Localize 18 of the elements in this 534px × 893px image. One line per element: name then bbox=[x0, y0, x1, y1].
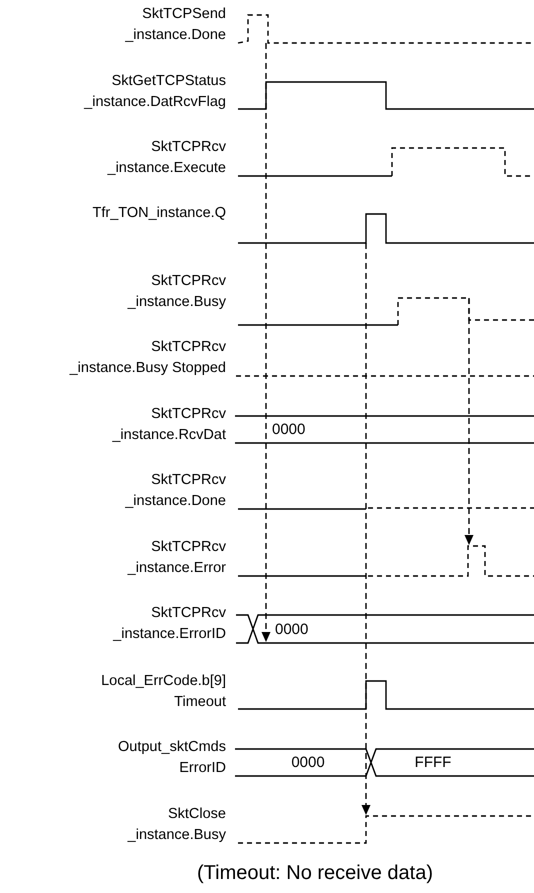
signal-name: SktTCPRcv _instance.Busy bbox=[126, 272, 226, 312]
caption: (Timeout: No receive data) bbox=[196, 861, 434, 886]
signal-name: SktTCPSend _instance.Done bbox=[124, 5, 226, 45]
signal-name: SktTCPRcv _instance.ErrorID bbox=[112, 604, 226, 644]
signal-name: SktTCPRcv _instance.Busy Stopped bbox=[68, 338, 226, 378]
signal-name: Local_ErrCode.b[9] Timeout bbox=[100, 672, 226, 712]
signal-name: SktTCPRcv _instance.RcvDat bbox=[111, 405, 226, 445]
signal-name: Tfr_TON_instance.Q bbox=[91, 204, 226, 223]
bus-value: 0000 bbox=[272, 421, 306, 439]
signal-name: SktClose _instance.Busy bbox=[126, 805, 226, 845]
bus-value: 0000 bbox=[275, 621, 308, 639]
signal-name: SktGetTCPStatus _instance.DatRcvFlag bbox=[82, 72, 226, 112]
signal-name: SktTCPRcv _instance.Execute bbox=[106, 138, 226, 178]
signal-name: SktTCPRcv _instance.Done bbox=[124, 471, 226, 511]
bus-value: 0000 bbox=[290, 754, 326, 772]
bus-value: FFFF bbox=[414, 754, 452, 772]
signal-name: SktTCPRcv _instance.Error bbox=[126, 538, 226, 578]
signal-name: Output_sktCmds ErrorID bbox=[117, 738, 226, 778]
